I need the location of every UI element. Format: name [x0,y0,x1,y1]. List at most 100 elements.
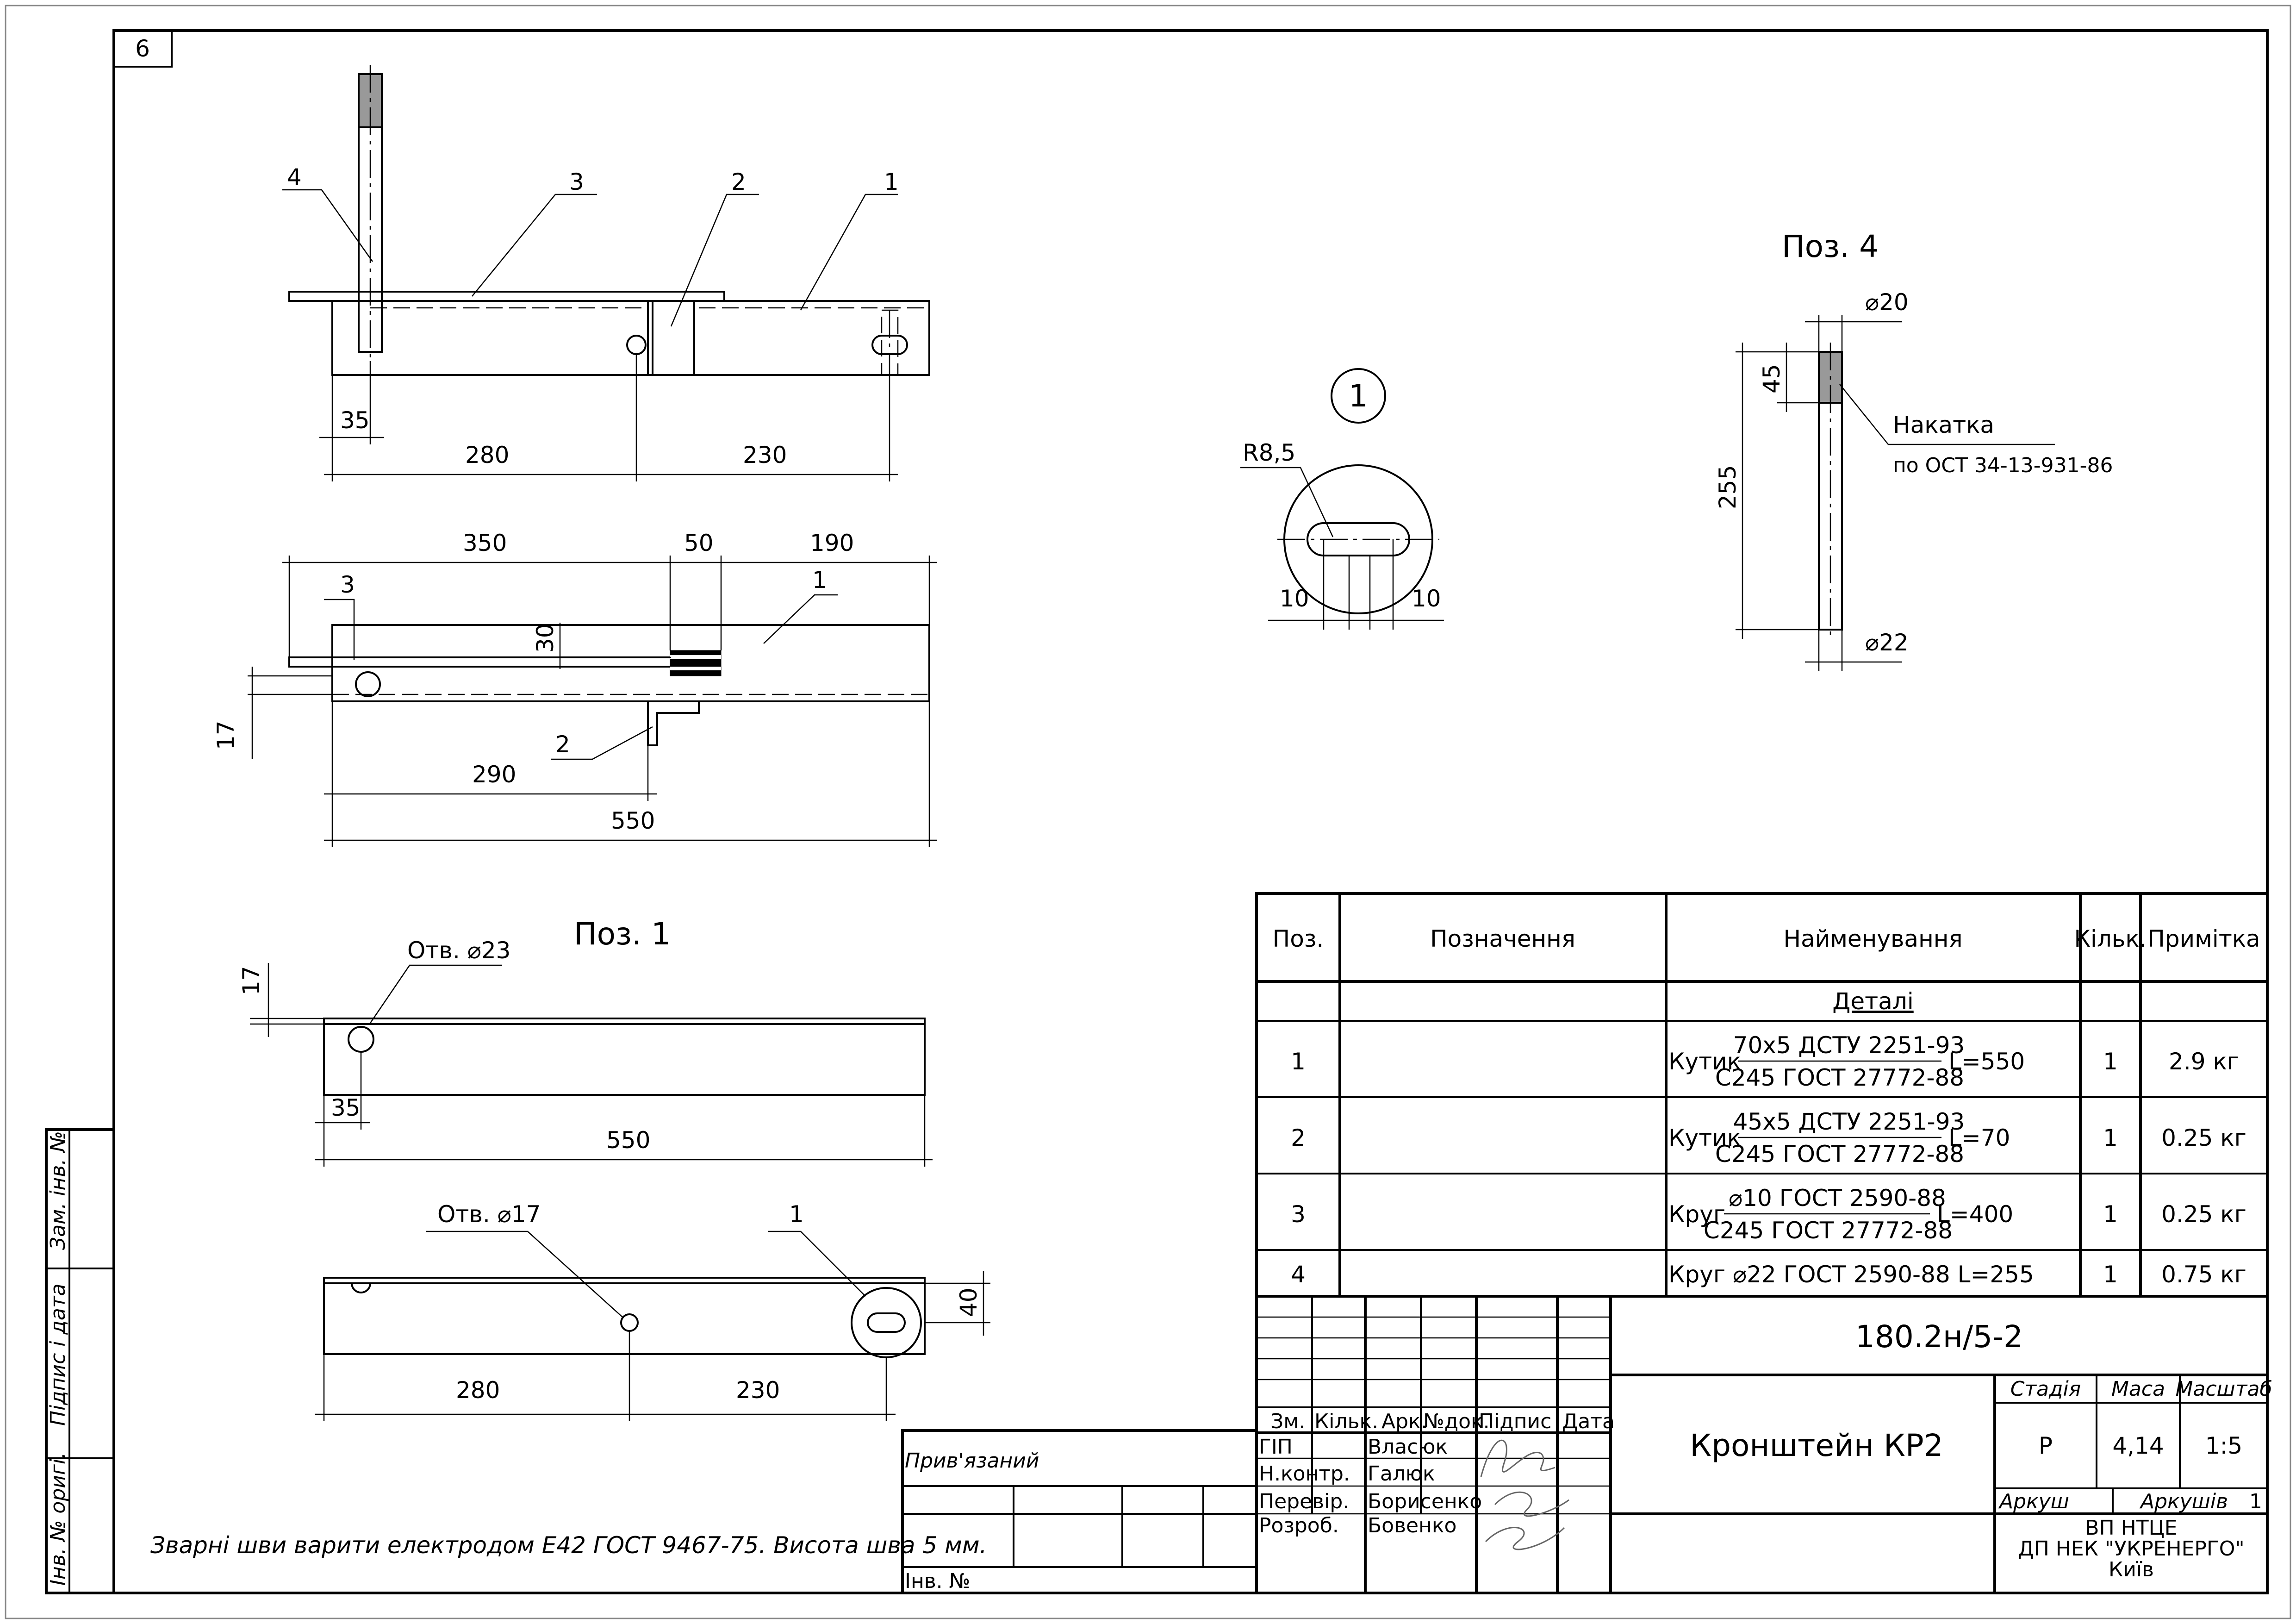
top-callout-2: 2 [731,169,746,195]
title-block: Зм. Кільк. Арк. №док. Підпис Дата ГІП Вл… [901,1295,2272,1594]
tb-col-ark: Арк. [1381,1410,1427,1433]
tb-col-ndok: №док. [1423,1410,1490,1433]
front-dim-50: 50 [684,530,714,556]
pos1b-dim-230: 230 [736,1377,780,1404]
weld-block [670,650,722,676]
top-dim-230: 230 [743,442,787,468]
tb-sheet-label: Аркуш [1998,1490,2069,1513]
side-stamp-zam-inv: Зам. інв. № [46,1131,70,1250]
side-stamp-pidpys: Підпис і дата [46,1284,70,1426]
front-dim-190: 190 [810,530,854,556]
top-callout-3: 3 [569,169,584,195]
spec-row3-den: С245 ГОСТ 27772-88 [1704,1217,1953,1244]
tb-org-line1: ВП НТЦЕ [2085,1516,2177,1540]
spec-header-name: Найменування [1783,925,1962,952]
tb-sheets: 1 [2249,1490,2262,1513]
detail1-dim-10-left: 10 [1280,585,1309,612]
tb-name-perevir: Борисенко [1368,1490,1482,1513]
tb-scale: 1:5 [2205,1432,2242,1459]
pos1-bottom-view: 40 Отв. ⌀17 1 280 230 [315,1201,990,1421]
pos1b-dim-40: 40 [955,1287,982,1317]
pos1-dim-35: 35 [331,1094,361,1121]
spec-row: 3 Круг ⌀10 ГОСТ 2590-88 С245 ГОСТ 27772-… [1291,1185,2246,1244]
front-dim-550: 550 [611,807,655,834]
top-callout-1: 1 [884,169,899,195]
spec-row1-den: С245 ГОСТ 27772-88 [1715,1064,1964,1091]
tb-stage: Р [2039,1432,2053,1459]
spec-row2-prefix: Кутик [1668,1124,1741,1151]
front-dim-350: 350 [463,530,507,556]
pos4-view: Поз. 4 ⌀20 ⌀22 45 255 Накатка по ОСТ 34-… [1714,229,2113,671]
pos4-title: Поз. 4 [1782,229,1879,264]
spec-row4-note: 0.75 кг [2161,1261,2246,1288]
spec-row2-pos: 2 [1291,1124,1306,1151]
signature-marks [1480,1439,1569,1550]
spec-row1-num: 70х5 ДСТУ 2251-93 [1733,1032,1965,1059]
spec-row3-pos: 3 [1291,1201,1306,1228]
tb-org-line3: Київ [2109,1558,2154,1581]
weld-note: Зварні шви варити електродом Е42 ГОСТ 94… [150,1532,987,1559]
spec-row3-suffix: L=400 [1937,1201,2013,1228]
pos4-len-knurl: 45 [1758,364,1785,394]
pos1-title: Поз. 1 [574,916,671,952]
front-dim-30: 30 [532,623,559,653]
tb-col-data: Дата [1562,1410,1615,1433]
pos4-len-total: 255 [1714,465,1741,509]
pos1b-dim-280: 280 [456,1377,500,1404]
spec-row: 1 Кутик 70х5 ДСТУ 2251-93 С245 ГОСТ 2777… [1291,1032,2239,1091]
tb-stage-label: Стадія [2010,1377,2081,1401]
tb-role-gip: ГІП [1259,1435,1293,1459]
pos1b-callout-1: 1 [789,1201,804,1228]
tb-name-gip: Власюк [1368,1435,1448,1459]
top-dim-35: 35 [340,407,370,434]
top-view: 4 3 2 1 35 280 230 [282,65,930,481]
spec-row: 4 Круг ⌀22 ГОСТ 2590-88 L=255 1 0.75 кг [1291,1261,2246,1288]
tb-name-rozrob: Бовенко [1368,1514,1456,1537]
spec-row2-suffix: L=70 [1948,1124,2010,1151]
spec-row2-den: С245 ГОСТ 27772-88 [1715,1141,1964,1168]
spec-row3-note: 0.25 кг [2161,1201,2246,1228]
top-dim-280: 280 [465,442,509,468]
detail1-radius: R8,5 [1243,439,1295,466]
pos1-dim-550: 550 [606,1127,650,1154]
pos1b-hole-note: Отв. ⌀17 [437,1201,541,1228]
tb-name-nkontr: Галюк [1368,1462,1435,1486]
spec-row: 2 Кутик 45х5 ДСТУ 2251-93 С245 ГОСТ 2777… [1291,1108,2246,1168]
spec-table: Поз. Позначення Найменування Кільк. Прим… [1255,892,2269,1298]
spec-row4-qty: 1 [2103,1261,2118,1288]
pos1-dim-17: 17 [238,966,265,995]
spec-row1-pos: 1 [1291,1048,1306,1075]
tb-mass-label: Маса [2111,1377,2165,1401]
tb-col-kilk: Кільк. [1314,1410,1378,1433]
front-dim-290: 290 [472,761,516,788]
side-stamp-inv-orig: Інв. № оригі. [46,1452,70,1586]
detail1-dim-10-right: 10 [1412,585,1441,612]
pos1-hole-note: Отв. ⌀23 [407,937,510,964]
spec-header-qty: Кільк. [2074,925,2147,952]
inner-frame [112,29,2269,1594]
tb-col-pidpys: Підпис [1479,1410,1551,1433]
top-callout-4: 4 [287,164,302,191]
pos4-dia-bottom: ⌀22 [1865,629,1909,656]
front-callout-1: 1 [812,567,827,593]
pos4-knurl-note: Накатка [1893,412,1994,438]
pos4-knurl-std: по ОСТ 34-13-931-86 [1893,454,2113,477]
spec-row4-name: Круг ⌀22 ГОСТ 2590-88 L=255 [1668,1261,2034,1288]
spec-row2-num: 45х5 ДСТУ 2251-93 [1733,1108,1965,1135]
tb-title: Кронштейн КР2 [1690,1428,1943,1463]
tb-sheets-label: Аркушів [2139,1490,2228,1513]
front-callout-2: 2 [555,731,570,758]
front-callout-3: 3 [340,571,355,598]
tb-role-nkontr: Н.контр. [1259,1462,1350,1486]
spec-row2-note: 0.25 кг [2161,1124,2246,1151]
spec-header-pos: Поз. [1273,925,1324,952]
spec-row3-prefix: Круг [1668,1201,1725,1228]
spec-row1-suffix: L=550 [1948,1048,2025,1075]
tb-privyazaniy: Прив'язаний [905,1449,1039,1473]
tb-col-zm: Зм. [1270,1410,1305,1433]
tb-org-line2: ДП НЕК "УКРЕНЕРГО" [2018,1537,2244,1561]
side-stamp: Зам. інв. № Підпис і дата Інв. № оригі. [45,1128,115,1594]
tb-inv-no: Інв. № [905,1569,970,1593]
pos1-view: Поз. 1 Отв. ⌀23 17 35 550 [238,916,933,1167]
detail1-label: 1 [1349,378,1368,414]
